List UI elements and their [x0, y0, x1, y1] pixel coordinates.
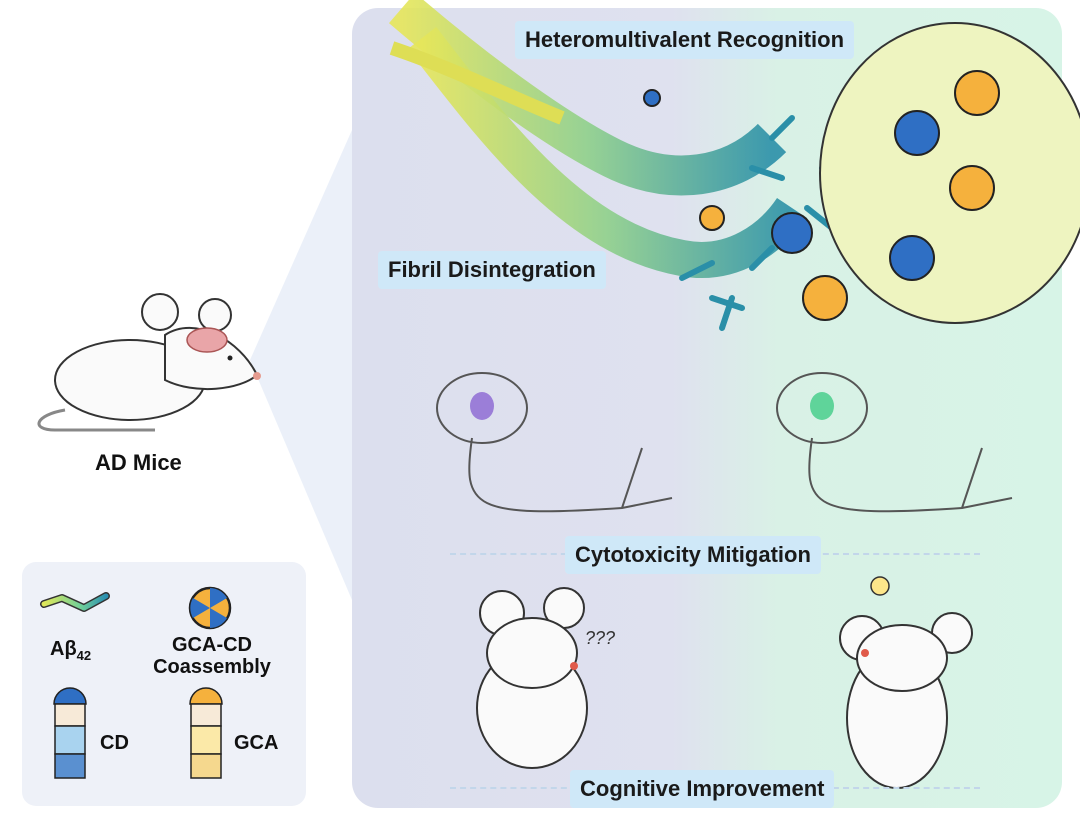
legend: Aβ42 GCA-CD Coassembly CD GCA	[22, 562, 306, 806]
gca-cd-coassembly-icon	[188, 586, 232, 630]
label-fibril-disintegration: Fibril Disintegration	[378, 251, 606, 289]
confused-marks: ???	[585, 628, 616, 648]
abeta-peptide-icon	[40, 592, 110, 612]
label-cytotoxicity-mitigation: Cytotoxicity Mitigation	[565, 536, 821, 574]
coassembly-line1: GCA-CD	[172, 634, 252, 656]
label-heteromultivalent-recognition: Heteromultivalent Recognition	[515, 21, 855, 59]
legend-gca: GCA	[234, 732, 279, 754]
coassembly-particles	[643, 89, 848, 321]
legend-abeta: Aβ42	[50, 638, 91, 667]
ad-mouse-illustration	[37, 293, 261, 432]
legend-cd: CD	[100, 732, 129, 754]
cd-character-icon	[53, 687, 87, 779]
abeta-subscript: 42	[76, 648, 92, 663]
gca-character-icon	[189, 687, 223, 779]
fibril-illustration	[388, 0, 1080, 789]
abeta-label: Aβ	[50, 638, 77, 660]
coassembly-line2: Coassembly	[153, 656, 271, 678]
label-cognitive-improvement: Cognitive Improvement	[570, 770, 835, 808]
ad-mice-label: AD Mice	[95, 450, 182, 475]
recognition-characters	[889, 70, 1000, 281]
legend-coassembly: GCA-CD Coassembly	[142, 634, 282, 678]
